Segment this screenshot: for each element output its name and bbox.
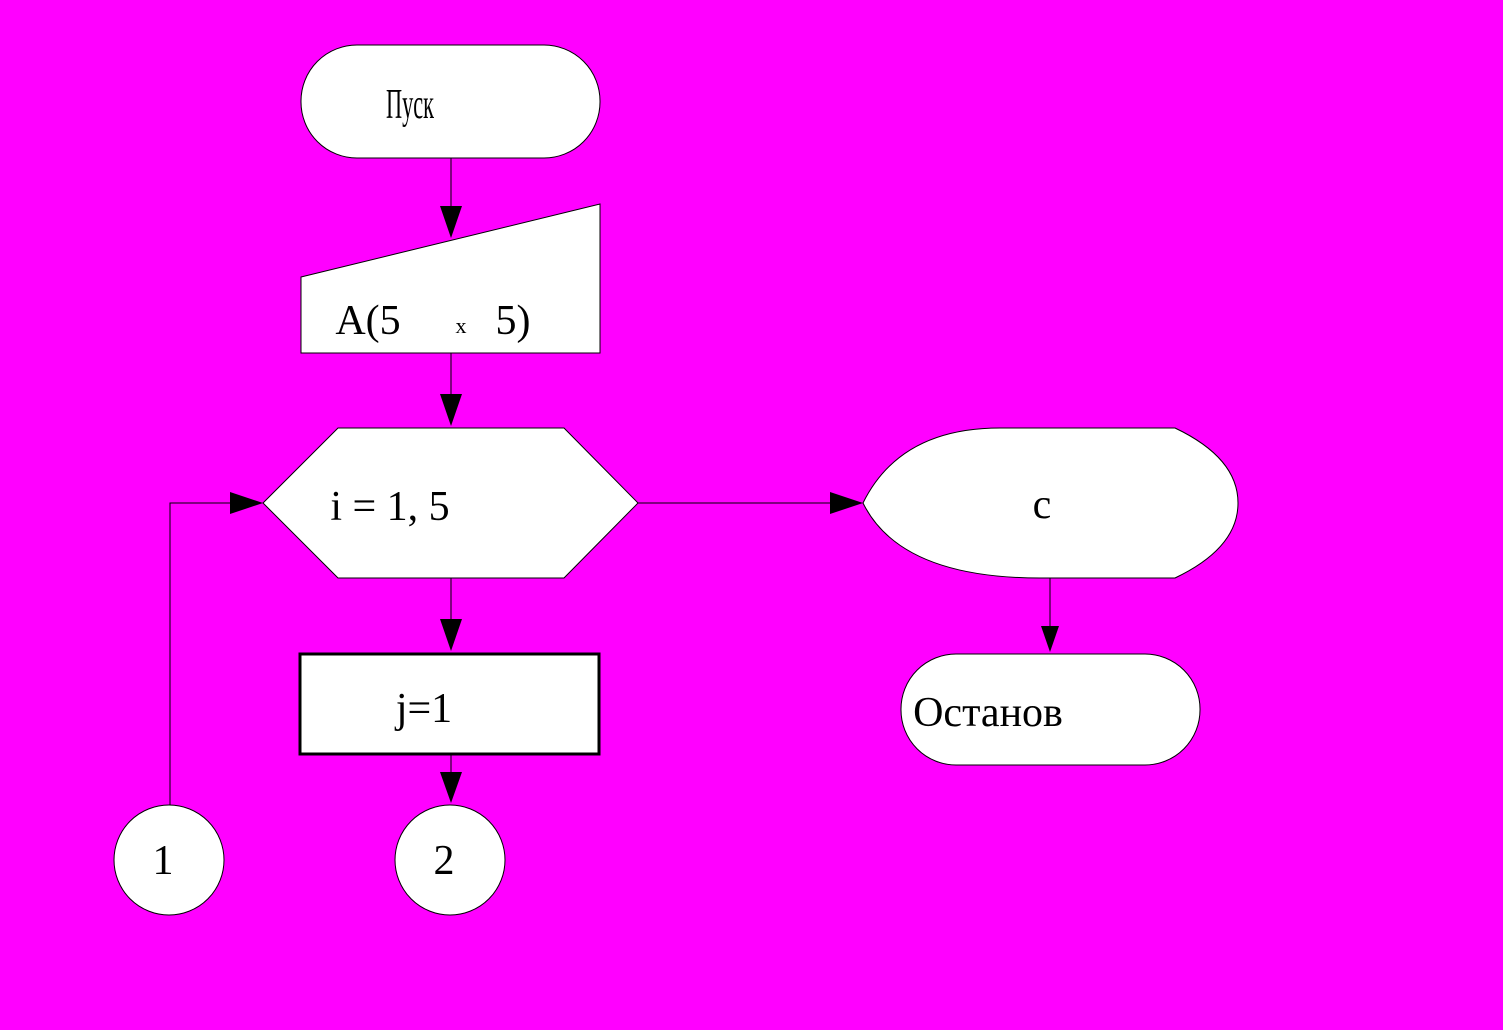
connector-2-label: 2 (434, 838, 455, 884)
arrow-input-loop (440, 394, 462, 426)
arrow-loop-output (830, 492, 863, 514)
arrow-loop-assign (440, 619, 462, 651)
edge-connector1-loop (169, 502, 236, 805)
input-label-x: x (456, 313, 467, 338)
start-label: Пуск (386, 82, 434, 128)
output-block: c (862, 427, 1239, 579)
arrow-assign-connector2 (440, 772, 462, 803)
arrow-output-stop (1041, 626, 1059, 652)
input-label-close: 5) (496, 298, 531, 344)
edges (169, 158, 1059, 805)
assign-block: j=1 (298, 652, 601, 756)
stop-label: Останов (913, 690, 1063, 736)
stop-terminator: Останов (900, 653, 1201, 766)
connector-1: 1 (113, 804, 225, 916)
arrow-start-input (440, 206, 462, 238)
input-label-open: A(5 (335, 298, 400, 344)
start-terminator: Пуск (300, 44, 601, 159)
loop-label: i = 1, 5 (330, 484, 449, 530)
assign-label: j=1 (394, 686, 452, 732)
loop-block: i = 1, 5 (262, 427, 639, 579)
connector-1-label: 1 (153, 838, 174, 884)
input-block: A(5 x 5) (300, 203, 601, 354)
connector-2: 2 (394, 804, 506, 916)
output-label: c (1033, 482, 1052, 528)
arrow-connector1-loop (230, 492, 263, 514)
